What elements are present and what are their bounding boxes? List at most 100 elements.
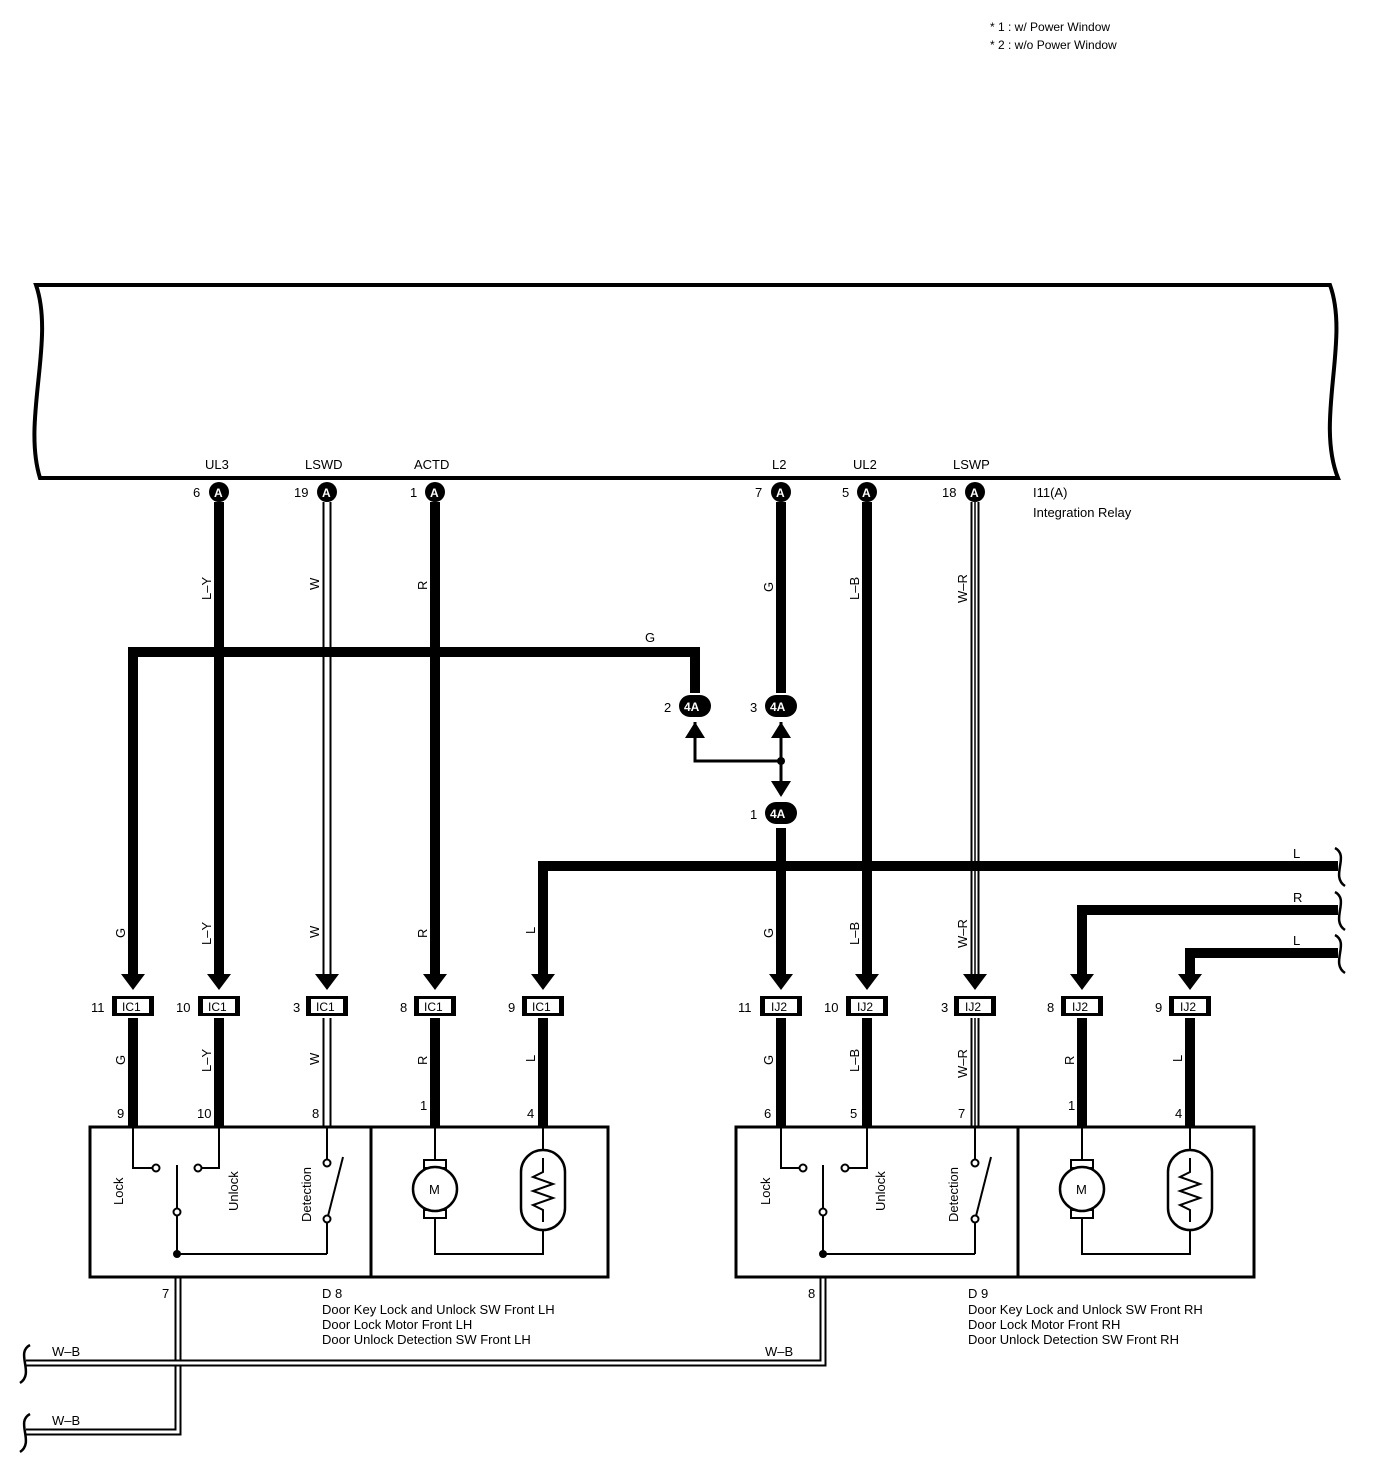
svg-text:A: A [430,486,439,500]
wires [26,502,1338,1436]
svg-text:G: G [113,1055,128,1065]
svg-text:Door Key Lock and Unlock SW Fr: Door Key Lock and Unlock SW Front RH [968,1302,1203,1317]
svg-text:R: R [415,581,430,590]
wire-labels-lower: G L–Y W R L G L–B W–R R L [113,1049,1185,1078]
svg-text:4: 4 [527,1106,534,1121]
svg-text:A: A [214,486,223,500]
svg-text:Unlock: Unlock [873,1171,888,1211]
svg-text:L–Y: L–Y [199,922,214,945]
svg-text:L–B: L–B [847,577,862,600]
svg-text:4A: 4A [684,700,700,714]
svg-text:D 9: D 9 [968,1286,988,1301]
svg-text:IC1: IC1 [316,1000,335,1014]
svg-text:Lock: Lock [758,1177,773,1205]
svg-text:2: 2 [664,700,671,715]
svg-text:IC1: IC1 [424,1000,443,1014]
svg-text:G: G [761,582,776,592]
svg-text:5: 5 [850,1106,857,1121]
connector-arrows [121,722,1202,990]
svg-text:4A: 4A [770,700,786,714]
svg-text:L: L [523,1055,538,1062]
svg-text:IC1: IC1 [208,1000,227,1014]
relay-code: I11(A) [1033,485,1067,500]
svg-text:IJ2: IJ2 [1180,1000,1196,1014]
svg-text:4: 4 [1175,1106,1182,1121]
svg-text:L–B: L–B [847,1049,862,1072]
svg-text:W: W [307,1052,322,1065]
relay-signal-ul2: UL2 [853,457,877,472]
svg-text:A: A [862,486,871,500]
ground-wire-label-upper-left: W–B [52,1344,80,1359]
svg-text:6: 6 [764,1106,771,1121]
svg-text:L: L [523,927,538,934]
svg-text:Unlock: Unlock [226,1171,241,1211]
svg-text:L: L [1170,1055,1185,1062]
svg-text:3: 3 [293,1000,300,1015]
svg-text:4A: 4A [770,807,786,821]
svg-text:1: 1 [420,1098,427,1113]
relay-name: Integration Relay [1033,505,1132,520]
svg-text:IC1: IC1 [122,1000,141,1014]
wire-labels-upper: L–Y W R G L–B W–R [199,574,970,603]
svg-text:9: 9 [508,1000,515,1015]
svg-text:8: 8 [808,1286,815,1301]
svg-text:W: W [307,577,322,590]
svg-text:1: 1 [750,807,757,822]
svg-text:3: 3 [750,700,757,715]
svg-text:10: 10 [824,1000,838,1015]
svg-text:9: 9 [117,1106,124,1121]
svg-text:IJ2: IJ2 [857,1000,873,1014]
svg-text:7: 7 [755,485,762,500]
svg-text:11: 11 [91,1000,105,1015]
svg-text:1: 1 [410,485,417,500]
svg-text:11: 11 [738,1000,752,1015]
svg-text:7: 7 [958,1106,965,1121]
relay-signal-ul3: UL3 [205,457,229,472]
svg-text:IC1: IC1 [532,1000,551,1014]
svg-text:L–Y: L–Y [199,1049,214,1072]
relay-signal-actd: ACTD [414,457,449,472]
svg-text:G: G [761,928,776,938]
connectors-left: 11 IC1 10 IC1 3 IC1 8 IC1 9 IC1 [91,996,564,1016]
svg-text:Detection: Detection [299,1167,314,1222]
svg-text:L: L [1293,846,1300,861]
svg-text:R: R [1062,1056,1077,1065]
break-marks [19,846,1346,1454]
svg-text:3: 3 [941,1000,948,1015]
svg-text:6: 6 [193,485,200,500]
svg-text:A: A [322,486,331,500]
svg-text:L–B: L–B [847,922,862,945]
svg-text:Lock: Lock [111,1177,126,1205]
component-d8: 9 10 8 1 4 Lock Unlock Detection [88,1098,610,1301]
ground-wire-label-upper-right: W–B [765,1344,793,1359]
relay-pins: 6 A 19 A 1 A 7 A 5 A 18 A [193,482,985,502]
svg-text:A: A [970,486,979,500]
svg-text:W–R: W–R [955,574,970,603]
svg-text:IJ2: IJ2 [771,1000,787,1014]
svg-text:M: M [429,1182,440,1197]
svg-text:IJ2: IJ2 [965,1000,981,1014]
relay-signal-lswd: LSWD [305,457,343,472]
relay-signal-l2: L2 [772,457,786,472]
svg-text:M: M [1076,1182,1087,1197]
svg-text:18: 18 [942,485,956,500]
relay-signal-lswp: LSWP [953,457,990,472]
svg-text:Door Unlock Detection SW Front: Door Unlock Detection SW Front LH [322,1332,531,1347]
svg-text:W–R: W–R [955,919,970,948]
svg-text:9: 9 [1155,1000,1162,1015]
svg-text:R: R [1293,890,1302,905]
integration-relay-body [32,283,1341,480]
svg-text:8: 8 [1047,1000,1054,1015]
svg-text:Door Unlock Detection SW Front: Door Unlock Detection SW Front RH [968,1332,1179,1347]
component-d9: 6 5 7 1 4 Lock Unlock Detection M [734,1098,1256,1301]
note-power-window: * 1 : w/ Power Window [990,20,1110,34]
component-d9-description: D 9 Door Key Lock and Unlock SW Front RH… [968,1286,1203,1347]
svg-text:G: G [761,1055,776,1065]
svg-text:19: 19 [294,485,308,500]
svg-text:R: R [415,1056,430,1065]
svg-text:G: G [113,928,128,938]
component-d8-description: D 8 Door Key Lock and Unlock SW Front LH… [322,1286,555,1347]
svg-text:W–R: W–R [955,1049,970,1078]
svg-text:8: 8 [400,1000,407,1015]
svg-text:G: G [645,630,655,645]
